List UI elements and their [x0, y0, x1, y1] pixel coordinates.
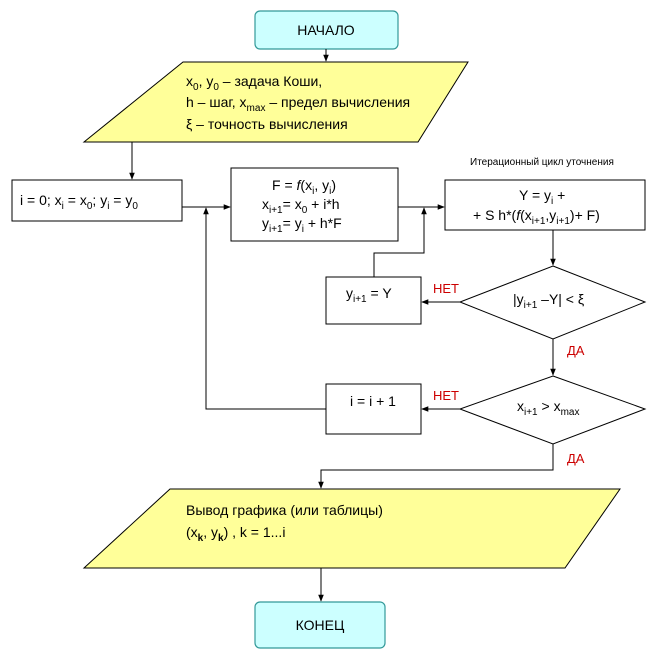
label-no-end: НЕТ — [433, 388, 459, 403]
calc-line-3: yi+1= yi + h*F — [262, 215, 342, 235]
connectors — [129, 49, 556, 602]
refine-line-1: Y = yi + — [519, 187, 565, 207]
input-line-1: x0, y0 – задача Коши, — [186, 73, 322, 93]
increment-text: i = i + 1 — [350, 393, 396, 409]
end-terminal — [254, 601, 386, 649]
output-parallelogram — [82, 488, 621, 569]
end-label: КОНЕЦ — [296, 617, 345, 633]
label-yes-eps: ДА — [567, 343, 585, 358]
check-eps-text: |yi+1 –Y| < ξ — [513, 291, 584, 311]
output-line-2: (xk, yk) , k = 1...i — [186, 524, 285, 544]
output-line-1: Вывод графика (или таблицы) — [186, 502, 383, 518]
iteration-title: Итерационный цикл уточнения — [470, 157, 614, 168]
label-no-eps: НЕТ — [433, 281, 459, 296]
input-line-2: h – шаг, xmax – предел вычисления — [186, 94, 410, 114]
input-line-3: ξ – точность вычисления — [186, 116, 348, 132]
start-label: НАЧАЛО — [297, 22, 355, 38]
arrow-end-yes — [318, 444, 554, 489]
arrow-assign-back — [373, 207, 427, 277]
check-end-text: xi+1 > xmax — [517, 398, 580, 418]
init-process — [11, 179, 183, 222]
refine-process — [444, 179, 646, 231]
arrow-increment-back — [203, 207, 326, 410]
init-text: i = 0; xi = x0; yi = y0 — [20, 192, 138, 212]
increment-process — [325, 383, 422, 435]
label-yes-end: ДА — [567, 451, 585, 466]
calc-process — [230, 167, 399, 242]
assign-text: yi+1 = Y — [346, 285, 392, 305]
calc-line-2: xi+1= x0 + i*h — [262, 196, 340, 216]
refine-line-2: + S h*(f(xi+1,yi+1)+ F) — [473, 207, 600, 227]
input-parallelogram — [82, 61, 469, 143]
calc-line-1: F = f(xi, yi) — [272, 177, 336, 197]
